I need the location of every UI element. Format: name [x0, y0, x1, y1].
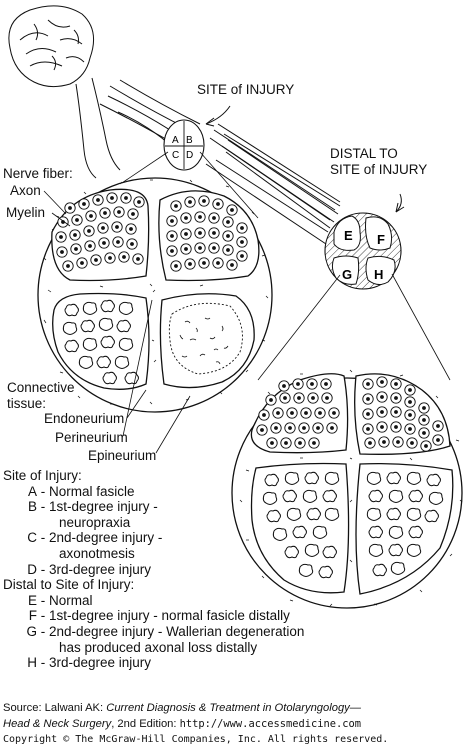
legend-item-a: A - Normal fasicle	[27, 483, 135, 499]
section-letter-f: F	[377, 232, 385, 247]
legend-site-heading: Site of Injury:	[3, 468, 82, 483]
endoneurium-label: Endoneurium	[44, 411, 125, 426]
section-letter-h: H	[374, 267, 383, 282]
source-title-line1: Current Diagnosis & Treatment in Otolary…	[106, 702, 361, 714]
nerve-fiber-label: Nerve fiber:	[3, 166, 73, 181]
epineurium-label: Epineurium	[88, 448, 157, 463]
section-letter-g: G	[342, 267, 352, 282]
legend-item-e: E - Normal	[27, 592, 93, 608]
axon-label: Axon	[10, 183, 41, 198]
site-of-injury-label: SITE of INJURY	[197, 82, 295, 97]
legend-item-b: B - 1st-degree injury -	[27, 499, 158, 515]
myelin-label: Myelin	[6, 205, 46, 220]
legend-item-c-cont: axonotmesis	[59, 545, 135, 561]
proximal-magnified-section	[37, 177, 273, 413]
legend-item-h: H - 3rd-degree injury	[27, 655, 152, 671]
proximal-cross-section	[163, 119, 205, 171]
distal-arrow	[395, 193, 402, 213]
nerve-trunk	[99, 79, 341, 245]
distal-magnified-section	[231, 369, 463, 609]
magnification-lines	[51, 151, 451, 381]
legend: Site of Injury: A - Normal fasicle B - 1…	[3, 468, 304, 671]
tissue-label: tissue:	[7, 396, 47, 411]
source-citation: Source: Lalwani AK: Current Diagnosis & …	[3, 702, 362, 730]
legend-item-f: F - 1st-degree injury - normal fasicle d…	[28, 608, 290, 624]
section-letter-e: E	[344, 228, 353, 243]
legend-item-g: G - 2nd-degree injury - Wallerian degene…	[26, 623, 305, 639]
legend-item-c: C - 2nd-degree injury -	[27, 530, 163, 546]
injury-arrow	[205, 105, 231, 125]
distal-cross-section	[324, 212, 402, 290]
legend-distal-heading: Distal to Site of Injury:	[3, 577, 135, 593]
section-letter-d: D	[186, 150, 193, 161]
connective-label: Connective	[7, 380, 75, 395]
source-title-line2: Head & Neck Surgery	[3, 718, 112, 730]
perineurium-label: Perineurium	[55, 430, 128, 445]
distal-label-line1: DISTAL TO	[330, 146, 398, 161]
legend-item-d: D - 3rd-degree injury	[27, 561, 152, 577]
section-letter-b: B	[186, 135, 193, 146]
distal-label-line2: SITE of INJURY	[330, 162, 428, 177]
brain-sketch	[8, 5, 121, 179]
source-url[interactable]: http://www.accessmedicine.com	[179, 718, 362, 730]
legend-item-g-cont: has produced axonal loss distally	[59, 639, 258, 655]
section-letter-a: A	[172, 135, 179, 146]
section-letter-c: C	[172, 150, 179, 161]
copyright-notice: Copyright © The McGraw-Hill Companies, I…	[3, 734, 389, 745]
legend-item-b-cont: neuropraxia	[59, 514, 131, 530]
label-leader-lines	[43, 190, 191, 454]
